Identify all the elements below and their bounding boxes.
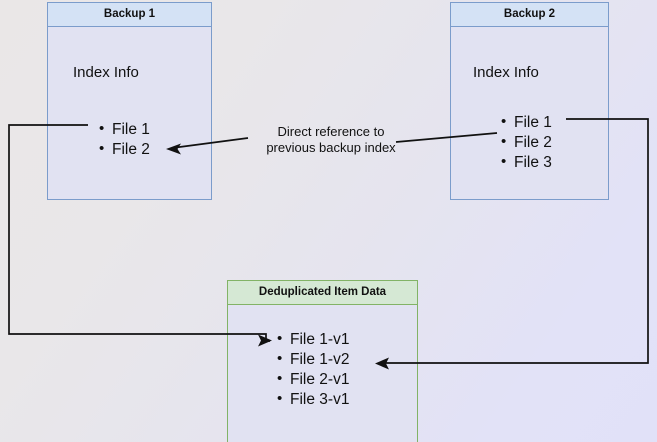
node-deduplicated-item-data-title: Deduplicated Item Data xyxy=(228,281,417,305)
node-backup-1-file-list: File 1 File 2 xyxy=(96,119,150,160)
list-item: File 1 xyxy=(501,112,552,133)
node-backup-1-body: Index Info File 1 File 2 xyxy=(48,27,211,199)
list-item: File 1-v1 xyxy=(277,329,350,350)
node-deduplicated-item-data-body: File 1-v1 File 1-v2 File 2-v1 File 3-v1 xyxy=(228,305,417,442)
list-item: File 2-v1 xyxy=(277,369,350,390)
node-backup-1[interactable]: Backup 1 Index Info File 1 File 2 xyxy=(47,2,212,200)
node-backup-2-body: Index Info File 1 File 2 File 3 xyxy=(451,27,608,199)
node-backup-2-file-list: File 1 File 2 File 3 xyxy=(498,112,552,173)
node-backup-1-subtitle: Index Info xyxy=(73,64,139,81)
node-backup-1-title: Backup 1 xyxy=(48,3,211,27)
list-item: File 1-v2 xyxy=(277,349,350,370)
annotation-direct-reference-line-1: Direct reference to xyxy=(277,124,385,139)
node-deduplicated-item-data-file-list: File 1-v1 File 1-v2 File 2-v1 File 3-v1 xyxy=(274,329,350,410)
node-backup-2-subtitle: Index Info xyxy=(473,64,539,81)
list-item: File 2 xyxy=(99,139,150,160)
node-backup-2[interactable]: Backup 2 Index Info File 1 File 2 File 3 xyxy=(450,2,609,200)
annotation-direct-reference: Direct reference to previous backup inde… xyxy=(250,124,412,156)
node-backup-2-title: Backup 2 xyxy=(451,3,608,27)
node-deduplicated-item-data[interactable]: Deduplicated Item Data File 1-v1 File 1-… xyxy=(227,280,418,442)
list-item: File 1 xyxy=(99,119,150,140)
annotation-direct-reference-line-2: previous backup index xyxy=(266,140,396,155)
list-item: File 3-v1 xyxy=(277,389,350,410)
list-item: File 2 xyxy=(501,132,552,153)
list-item: File 3 xyxy=(501,152,552,173)
